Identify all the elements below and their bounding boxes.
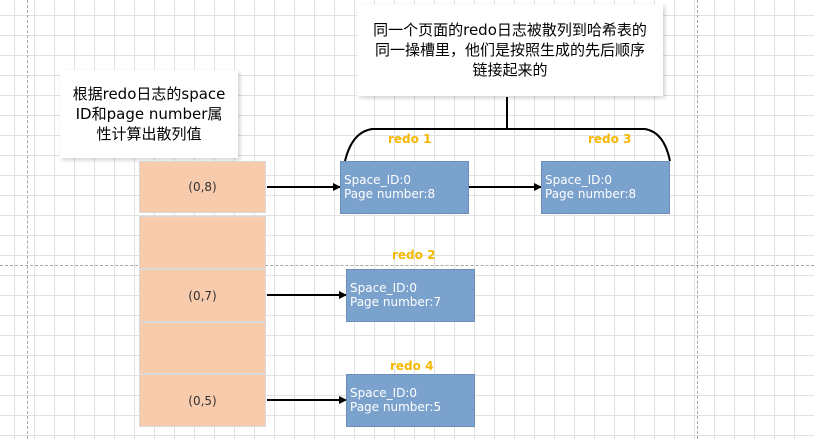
redo-label-1: redo 1 [388,132,432,146]
redo-node-4[interactable]: Space_ID:0 Page number:5 [346,374,475,427]
hash-bucket-2[interactable]: (0,7) [139,269,266,322]
bucket-label: (0,7) [188,288,217,303]
note-hash-explanation[interactable]: 根据redo日志的space ID和page number属 性计算出散列值 [60,70,238,158]
node-space-id: Space_ID:0 [545,173,613,187]
chain-bracket [344,128,671,162]
node-space-id: Space_ID:0 [344,173,412,187]
node-page-number: Page number:8 [344,187,436,201]
page-guide-vertical-right [697,0,698,439]
bucket-label: (0,8) [188,180,217,194]
redo-node-2[interactable]: Space_ID:0 Page number:7 [346,269,475,322]
page-guide-vertical-left [27,0,28,439]
note-chain-text: 同一个页面的redo日志被散列到哈希表的 同一操槽里，他们是按照生成的先后顺序 … [373,21,647,79]
bucket-label: (0,5) [188,393,217,408]
node-page-number: Page number:8 [545,187,637,201]
node-page-number: Page number:7 [350,295,442,309]
hash-bucket-0[interactable]: (0,8) [139,161,266,213]
note-hash-text: 根据redo日志的space ID和page number属 性计算出散列值 [72,85,226,143]
note-chain-explanation[interactable]: 同一个页面的redo日志被散列到哈希表的 同一操槽里，他们是按照生成的先后顺序 … [357,4,663,96]
redo-node-1[interactable]: Space_ID:0 Page number:8 [340,161,469,214]
page-guide-horizontal [0,265,814,266]
redo-label-4: redo 4 [390,359,434,373]
redo-label-2: redo 2 [392,248,436,262]
hash-bucket-4[interactable]: (0,5) [139,374,266,427]
redo-label-3: redo 3 [588,132,632,146]
node-space-id: Space_ID:0 [350,386,418,400]
node-page-number: Page number:5 [350,400,442,414]
hash-bucket-3[interactable] [139,322,266,374]
redo-node-3[interactable]: Space_ID:0 Page number:8 [541,161,670,214]
node-space-id: Space_ID:0 [350,281,418,295]
hash-bucket-1[interactable] [139,216,266,269]
